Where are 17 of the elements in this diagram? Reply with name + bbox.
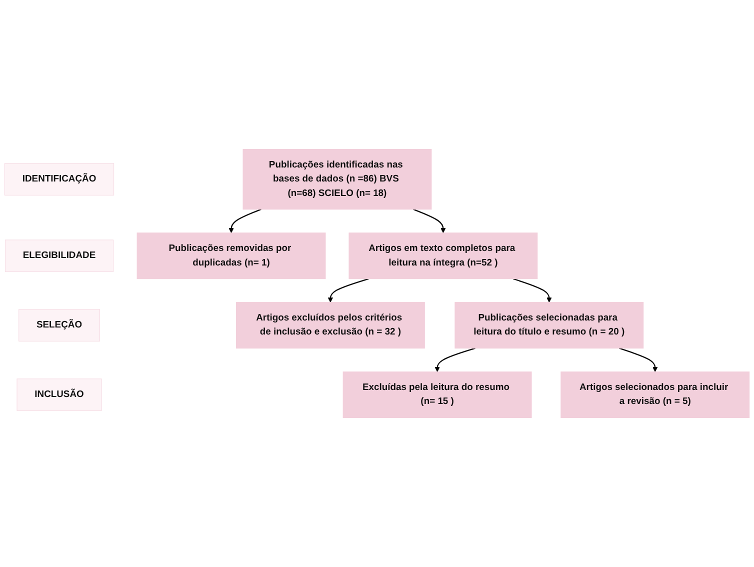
node-box: Publicações identificadas nas bases de dados (n =86) BVS (n=68) SCIELO (n= 18) (242, 149, 432, 210)
node-box: Artigos em texto completos para leitura na íntegra (n=52 ) (348, 232, 538, 280)
node-box: SELEÇÃO (18, 309, 100, 342)
node-box: Publicações selecionadas para leitura do título e resumo (n = 20 ) (454, 302, 644, 349)
node-box: INCLUSÃO (16, 378, 102, 411)
arrow (228, 208, 262, 234)
arrow (413, 208, 446, 234)
node-box: IDENTIFICAÇÃO (4, 163, 114, 196)
arrow (619, 348, 658, 372)
node-box: Artigos excluídos pelos critérios de inclusão e exclusão (n = 32 ) (236, 302, 425, 349)
arrow (328, 278, 369, 303)
node-box: Artigos selecionados para incluir a revisão (n = 5) (560, 372, 750, 418)
node-box: ELEGIBILIDADE (4, 240, 114, 272)
node-box: Publicações removidas por duplicadas (n= 1) (136, 232, 326, 280)
arrow (434, 348, 476, 372)
node-box: Excluídas pela leitura do resumo (n= 15 ) (342, 372, 532, 418)
arrow (513, 278, 552, 303)
